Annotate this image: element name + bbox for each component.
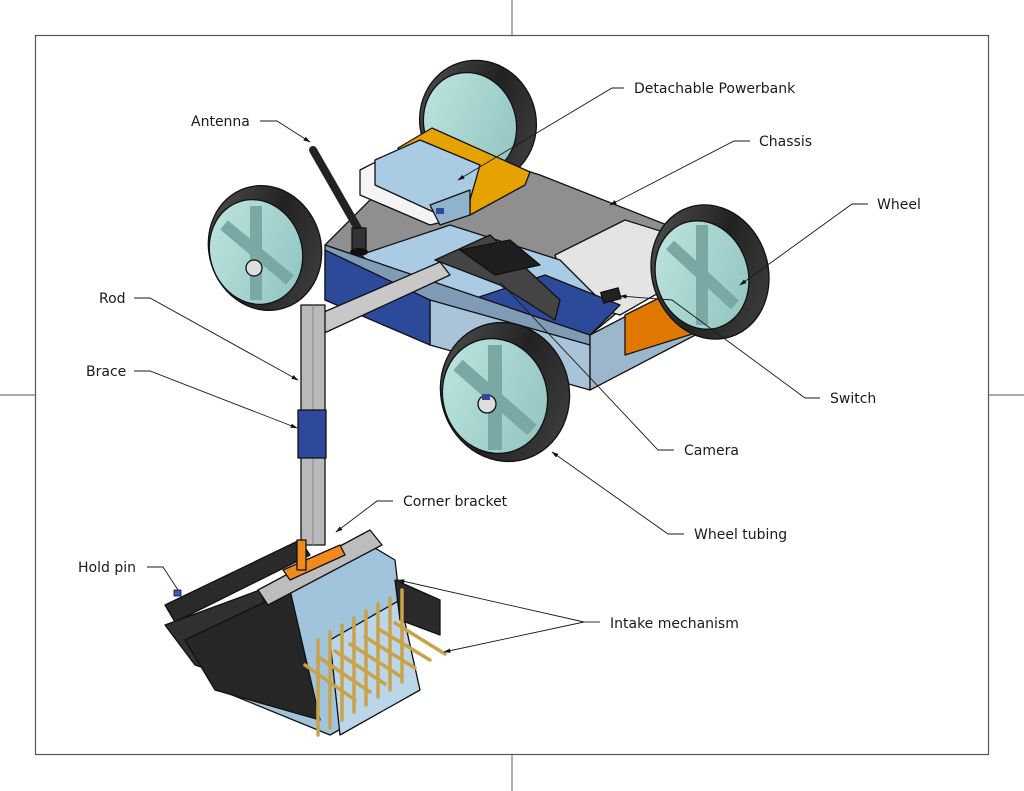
callout-camera: Camera (499, 281, 739, 459)
callout-wheel-tubing: Wheel tubing (551, 451, 787, 543)
label-brace: Brace (86, 364, 126, 380)
label-intake-mechanism: Intake mechanism (610, 616, 739, 632)
callout-detachable-powerbank: Detachable Powerbank (457, 81, 796, 181)
label-hold-pin: Hold pin (78, 560, 136, 576)
intake-pins (303, 588, 447, 737)
label-rod: Rod (99, 291, 126, 307)
callouts: Detachable Powerbank Antenna Chassis Whe… (78, 81, 921, 653)
switch-part (600, 287, 622, 304)
label-wheel: Wheel (877, 197, 921, 213)
callout-brace: Brace (86, 364, 298, 429)
callout-antenna: Antenna (191, 114, 311, 143)
wheel-right (650, 204, 770, 340)
powerbank (359, 139, 481, 226)
callout-intake-mechanism: Intake mechanism (397, 579, 739, 653)
hold-pin (173, 589, 182, 597)
frame-border (34, 34, 990, 756)
label-chassis: Chassis (759, 134, 812, 150)
brace (297, 409, 327, 459)
wheel-front (439, 321, 571, 463)
callout-switch: Switch (619, 294, 876, 407)
callout-hold-pin: Hold pin (78, 560, 179, 591)
callout-wheel: Wheel (739, 197, 921, 286)
intake-assembly (164, 529, 441, 736)
wheel-back-left (207, 184, 323, 312)
camera (434, 234, 561, 321)
label-switch: Switch (830, 391, 876, 407)
callout-corner-bracket: Corner bracket (335, 494, 508, 533)
label-detachable-powerbank: Detachable Powerbank (634, 81, 796, 97)
label-wheel-tubing: Wheel tubing (694, 527, 787, 543)
callout-chassis: Chassis (609, 134, 812, 206)
robot-illustration (164, 59, 770, 737)
antenna (309, 146, 368, 256)
callout-rod: Rod (99, 291, 299, 381)
label-antenna: Antenna (191, 114, 250, 130)
label-camera: Camera (684, 443, 739, 459)
label-corner-bracket: Corner bracket (403, 494, 508, 510)
